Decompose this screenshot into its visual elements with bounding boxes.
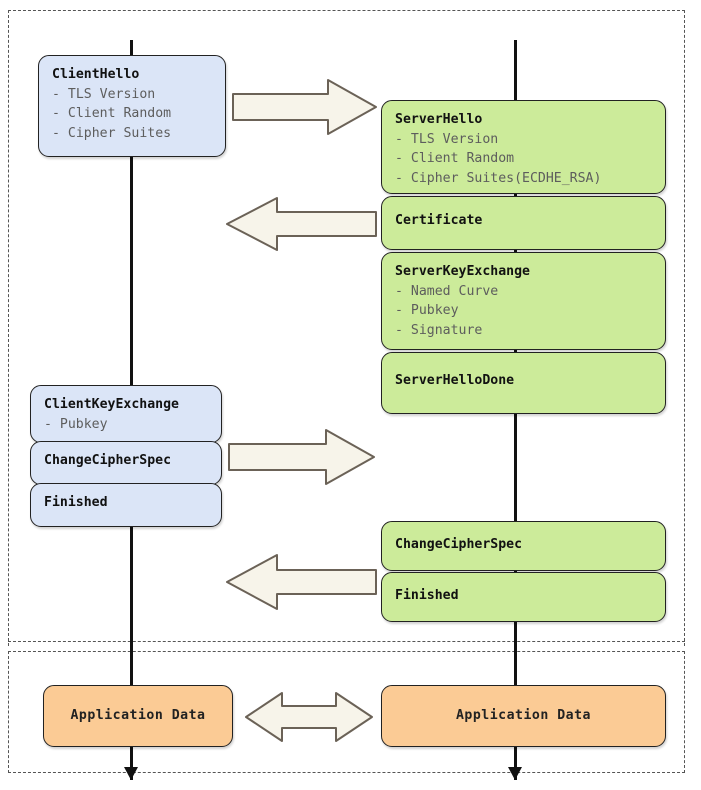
message-box-server-key-exchange[interactable]: ServerKeyExchange - Named Curve - Pubkey… bbox=[381, 252, 666, 350]
message-box-server-hello-done[interactable]: ServerHelloDone bbox=[381, 352, 666, 414]
message-box-server-hello[interactable]: ServerHello - TLS Version - Client Rando… bbox=[381, 100, 666, 194]
application-data-server-label: Application Data bbox=[455, 708, 592, 724]
message-box-application-data-server[interactable]: Application Data bbox=[381, 685, 666, 747]
client-change-cipher-spec-title: ChangeCipherSpec bbox=[44, 453, 172, 468]
message-box-application-data-client[interactable]: Application Data bbox=[43, 685, 233, 747]
client-key-exchange-detail-0: - Pubkey bbox=[44, 416, 108, 432]
client-lifeline-arrowhead-icon bbox=[124, 767, 138, 780]
server-hello-detail-1: - Client Random bbox=[395, 151, 515, 167]
message-box-certificate[interactable]: Certificate bbox=[381, 196, 666, 250]
server-key-exchange-detail-2: - Signature bbox=[395, 322, 483, 338]
message-box-server-finished[interactable]: Finished bbox=[381, 572, 666, 622]
server-key-exchange-detail-1: - Pubkey bbox=[395, 303, 459, 319]
certificate-title: Certificate bbox=[395, 213, 483, 228]
region-divider-top bbox=[8, 641, 685, 642]
client-hello-detail-1: - Client Random bbox=[52, 106, 172, 122]
message-box-client-change-cipher-spec[interactable]: ChangeCipherSpec bbox=[30, 441, 222, 485]
client-finished-title: Finished bbox=[44, 495, 108, 510]
message-box-client-key-exchange[interactable]: ClientKeyExchange - Pubkey bbox=[30, 385, 222, 443]
server-hello-done-title: ServerHelloDone bbox=[395, 373, 515, 388]
arrow-server-finished-left bbox=[225, 553, 377, 611]
server-key-exchange-detail-0: - Named Curve bbox=[395, 283, 499, 299]
server-change-cipher-spec-title: ChangeCipherSpec bbox=[395, 537, 523, 552]
message-box-client-finished[interactable]: Finished bbox=[30, 483, 222, 527]
message-box-client-hello[interactable]: ClientHello - TLS Version - Client Rando… bbox=[38, 55, 226, 157]
arrow-client-key-exchange-right bbox=[228, 428, 376, 486]
server-hello-detail-0: - TLS Version bbox=[395, 131, 499, 147]
arrow-server-hello-left bbox=[225, 196, 377, 252]
server-lifeline-arrowhead-icon bbox=[508, 767, 522, 780]
client-key-exchange-title: ClientKeyExchange bbox=[44, 397, 179, 412]
application-data-client-label: Application Data bbox=[70, 708, 206, 724]
server-hello-detail-2: - Cipher Suites(ECDHE_RSA) bbox=[395, 170, 602, 186]
handshake-region bbox=[8, 10, 685, 646]
server-finished-title: Finished bbox=[395, 588, 459, 603]
client-hello-detail-0: - TLS Version bbox=[52, 86, 156, 102]
server-key-exchange-title: ServerKeyExchange bbox=[395, 264, 530, 279]
arrow-client-hello-right bbox=[232, 78, 378, 136]
server-hello-title: ServerHello bbox=[395, 112, 483, 127]
arrow-application-data-bidirectional bbox=[244, 690, 374, 744]
region-divider-bottom bbox=[8, 651, 685, 652]
client-hello-title: ClientHello bbox=[52, 67, 140, 82]
message-box-server-change-cipher-spec[interactable]: ChangeCipherSpec bbox=[381, 521, 666, 571]
client-hello-detail-2: - Cipher Suites bbox=[52, 125, 172, 141]
application-data-region bbox=[8, 651, 685, 773]
